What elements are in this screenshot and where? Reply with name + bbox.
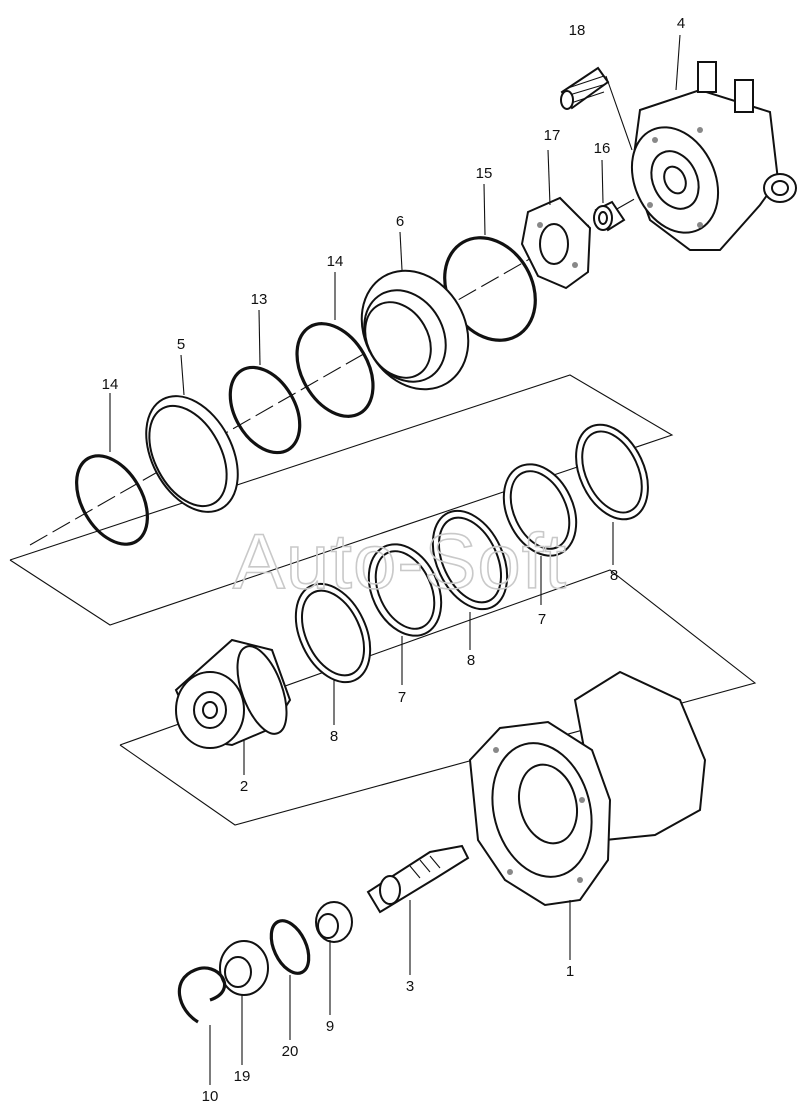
label-part-8-left: 8 <box>330 728 338 745</box>
o-ring-part-14-upper <box>295 322 375 418</box>
separator-plate-part-8-middle <box>431 509 509 611</box>
o-ring-part-14-lower <box>75 454 149 546</box>
o-ring-part-20 <box>269 919 311 975</box>
drive-shaft-part-3 <box>366 844 470 914</box>
label-part-13: 13 <box>251 291 268 308</box>
watermark-text: Auto-Soft <box>233 517 567 605</box>
label-part-6: 6 <box>396 213 404 230</box>
label-part-5: 5 <box>177 336 185 353</box>
label-part-3: 3 <box>406 978 414 995</box>
bearing-part-16 <box>593 200 626 232</box>
valve-plate-part-17 <box>520 196 592 290</box>
label-part-8-middle: 8 <box>467 652 475 669</box>
lower-assembly-frame <box>119 569 757 826</box>
label-part-2: 2 <box>240 778 248 795</box>
label-part-7-left: 7 <box>398 689 406 706</box>
label-part-18: 18 <box>569 22 586 39</box>
label-part-4: 4 <box>677 15 685 32</box>
motor-casing-part-1 <box>468 670 707 907</box>
o-ring-part-13 <box>228 365 302 455</box>
label-part-8-right: 8 <box>610 567 618 584</box>
cylinder-block-part-2 <box>174 638 292 749</box>
friction-plate-part-7-right <box>502 463 578 557</box>
seal-ring-part-5 <box>145 395 239 513</box>
friction-plate-part-7-left <box>367 543 443 637</box>
label-part-14-upper: 14 <box>327 253 344 270</box>
label-part-19: 19 <box>234 1068 251 1085</box>
separator-plate-part-8-right <box>575 423 649 521</box>
label-part-10: 10 <box>202 1088 219 1105</box>
label-part-20: 20 <box>282 1043 299 1060</box>
label-part-1: 1 <box>566 963 574 980</box>
label-part-17: 17 <box>544 127 561 144</box>
oil-seal-part-19 <box>219 940 269 996</box>
leader-lines <box>109 34 681 1085</box>
spring-part-18 <box>560 66 633 151</box>
upper-assembly-frame <box>9 374 674 626</box>
seal-carrier-part-6 <box>360 269 470 391</box>
separator-plate-part-8-left <box>294 582 372 684</box>
valve-housing-part-4 <box>630 61 797 251</box>
bearing-part-9 <box>315 901 353 943</box>
snap-ring-part-10 <box>177 966 226 1024</box>
label-part-15: 15 <box>476 165 493 182</box>
label-part-9: 9 <box>326 1018 334 1035</box>
label-part-16: 16 <box>594 140 611 157</box>
label-part-7-right: 7 <box>538 611 546 628</box>
label-part-14-lower: 14 <box>102 376 119 393</box>
